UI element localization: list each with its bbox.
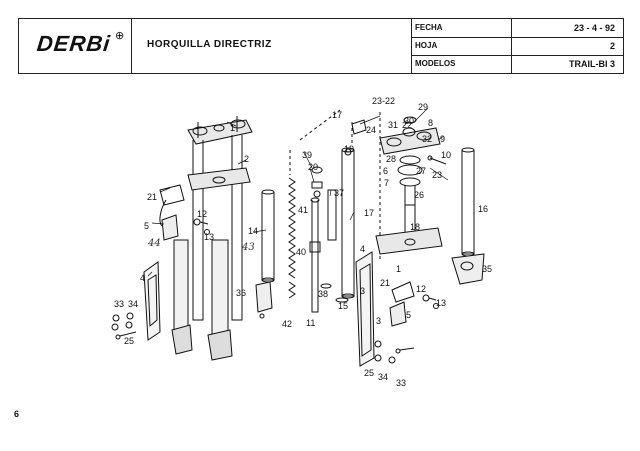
callout: 13 xyxy=(436,298,446,308)
small-nut-24 xyxy=(351,119,367,135)
callout: 42 xyxy=(282,319,292,329)
callout: 7 xyxy=(384,178,389,188)
callout: 22 xyxy=(402,120,412,130)
right-cable-guide xyxy=(389,281,439,327)
handwritten-note-b: 43 xyxy=(241,242,255,253)
right-fork-slider-35 xyxy=(451,253,485,285)
leader-lines xyxy=(147,107,449,277)
callout: 31 xyxy=(388,120,398,130)
callout: 39 xyxy=(302,150,312,160)
fork-tube-14 xyxy=(261,189,275,283)
callout: 23-22 xyxy=(372,96,395,106)
callout: 24 xyxy=(366,125,376,135)
modelos-row: MODELOS TRAIL-BI 3 xyxy=(411,55,623,73)
sheet-title: HORQUILLA DIRECTRIZ xyxy=(147,39,272,50)
steering-stem-18 xyxy=(375,200,443,255)
modelos-label: MODELOS xyxy=(415,59,456,68)
callout: 41 xyxy=(298,205,308,215)
callout: 12 xyxy=(197,209,207,219)
callout: 16 xyxy=(478,204,488,214)
callout: 1 xyxy=(230,123,235,133)
callout: 5 xyxy=(144,221,149,231)
hoja-label: HOJA xyxy=(415,41,438,50)
callout-numbers: 1 2 3 4 5 6 7 8 9 10 11 12 13 14 15 16 1… xyxy=(114,96,492,388)
hoja-value: 2 xyxy=(511,37,623,55)
callout: 2 xyxy=(244,154,249,164)
left-guard-hardware xyxy=(111,312,137,340)
dashed-assembly-lines xyxy=(289,109,381,260)
callout: 19 xyxy=(344,144,354,154)
callout: 5 xyxy=(406,310,411,320)
callout: 30 xyxy=(404,116,414,126)
callout: 13 xyxy=(204,232,214,242)
callout: 23 xyxy=(432,170,442,180)
stanchion-17 xyxy=(341,147,355,299)
callout: 17 xyxy=(332,110,342,120)
callout: 25 xyxy=(124,336,134,346)
left-cable-guide xyxy=(159,184,185,241)
left-fork-tubes xyxy=(192,116,243,321)
callout: 21 xyxy=(380,278,390,288)
page-number: 6 xyxy=(14,409,20,419)
callout: 6 xyxy=(383,166,388,176)
hoja-row: HOJA 2 xyxy=(411,37,623,56)
small-parts-39-20 xyxy=(311,166,323,198)
callout: 1 xyxy=(396,264,401,274)
callout: 40 xyxy=(296,247,306,257)
callout: 10 xyxy=(441,150,451,160)
right-guard-hardware xyxy=(374,340,415,364)
callout: 9 xyxy=(440,134,445,144)
right-fork-tube-16 xyxy=(461,147,475,257)
left-fork-guard xyxy=(143,261,161,341)
callout: 11 xyxy=(306,318,315,328)
callout: 29 xyxy=(418,102,428,112)
callout: 28 xyxy=(386,154,396,164)
callout: 34 xyxy=(128,299,138,309)
callout: 33 xyxy=(396,378,406,388)
callout: 14 xyxy=(248,226,258,236)
handwritten-note-a: 44 xyxy=(147,238,161,249)
callout: 34 xyxy=(378,372,388,382)
header-block: DERBi ⊕ HORQUILLA DIRECTRIZ FECHA 23 - 4… xyxy=(18,18,624,74)
lower-bracket-36 xyxy=(255,281,273,319)
callout: 33 xyxy=(114,299,124,309)
callout: 4 xyxy=(360,244,365,254)
title-cell: HORQUILLA DIRECTRIZ xyxy=(131,19,412,73)
fecha-row: FECHA 23 - 4 - 92 xyxy=(411,19,623,38)
brand-mark-icon: ⊕ xyxy=(115,30,125,42)
callout: 36 xyxy=(236,288,246,298)
callout: 3 xyxy=(376,316,381,326)
logo-cell: DERBi ⊕ xyxy=(19,19,132,73)
callout: 37 xyxy=(334,188,344,198)
right-fork-guard xyxy=(355,251,375,367)
fork-spring-41 xyxy=(288,177,296,299)
callout: 21 xyxy=(147,192,157,202)
callout: 3 xyxy=(360,286,365,296)
callout: 4 xyxy=(140,273,145,283)
seal-parts-37-19-38 xyxy=(320,148,352,303)
bolt-10-23 xyxy=(427,155,447,165)
callout: 26 xyxy=(414,190,424,200)
callout: 27 xyxy=(416,166,426,176)
left-bolts xyxy=(193,218,210,235)
fecha-label: FECHA xyxy=(415,23,443,32)
callout: 25 xyxy=(364,368,374,378)
right-upper-triple-clamp xyxy=(379,127,441,155)
callout: 38 xyxy=(318,289,328,299)
left-fork-sliders xyxy=(171,239,233,361)
modelos-value: TRAIL-BI 3 xyxy=(511,55,623,73)
callout: 12 xyxy=(416,284,426,294)
callout: 17 xyxy=(364,208,374,218)
callout: 35 xyxy=(482,264,492,274)
callout: 32 xyxy=(422,134,432,144)
callout: 20 xyxy=(308,162,318,172)
damper-rod-11 xyxy=(309,197,321,313)
callout: 18 xyxy=(410,222,420,232)
callout: 15 xyxy=(338,301,348,311)
fecha-value: 23 - 4 - 92 xyxy=(511,19,623,37)
left-lower-triple-clamp xyxy=(187,167,251,191)
callout: 8 xyxy=(428,118,433,128)
